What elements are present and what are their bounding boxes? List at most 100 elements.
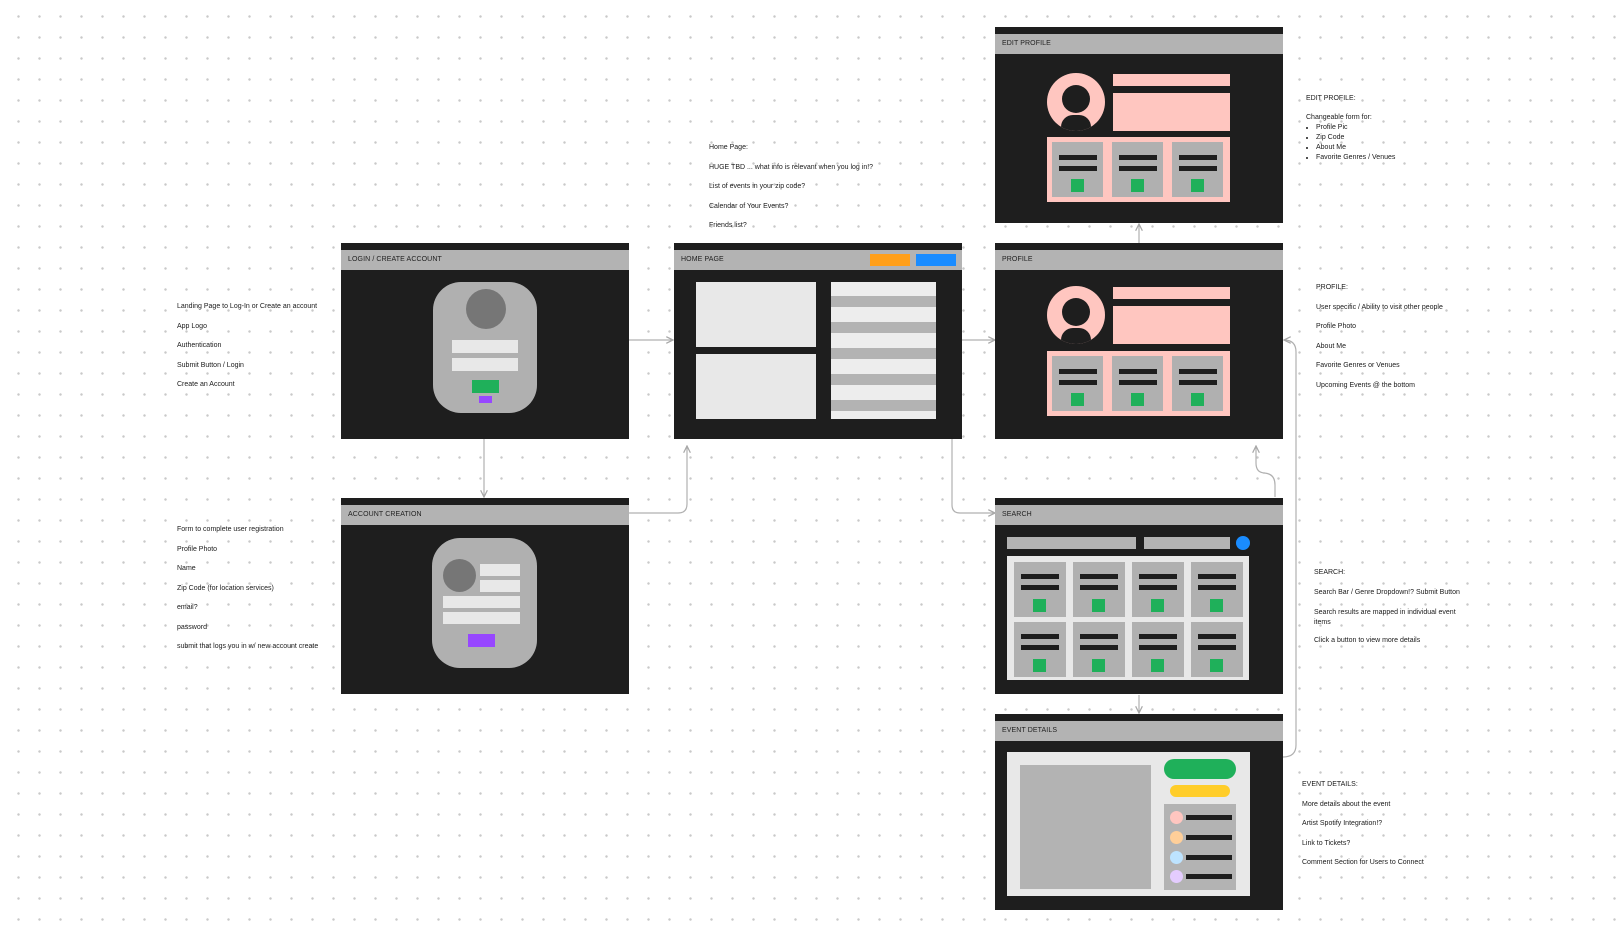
profile-about-block: [1113, 306, 1230, 344]
note-line: Authentication: [177, 342, 222, 349]
home-list-row: [831, 400, 936, 411]
account-submit-button[interactable]: [468, 634, 495, 647]
event-card-button[interactable]: [1191, 179, 1204, 192]
profile-photo-placeholder: [443, 559, 476, 592]
edit-profile-name-field[interactable]: [1113, 74, 1230, 86]
view-details-button[interactable]: [1033, 599, 1046, 612]
view-details-button[interactable]: [1151, 659, 1164, 672]
home-list-row: [831, 374, 936, 385]
edit-profile-list: Profile Pic Zip Code About Me Favorite G…: [1306, 123, 1506, 163]
profile-events-panel: [1047, 351, 1230, 416]
profile-frame-title: PROFILE: [995, 250, 1283, 270]
home-orange-button[interactable]: [870, 254, 910, 266]
search-results-grid: [1007, 556, 1249, 680]
search-result-card: [1191, 622, 1243, 677]
note-line: Submit Button / Login: [177, 361, 244, 369]
event-card: [1112, 142, 1163, 197]
event-card-button[interactable]: [1131, 393, 1144, 406]
note-line: password: [177, 623, 207, 631]
artist-spotify-button[interactable]: [1164, 759, 1236, 779]
search-submit-button[interactable]: [1236, 536, 1250, 550]
note-line: Name: [177, 565, 196, 572]
event-card: [1172, 356, 1223, 411]
note-line: Artist Spotify Integration!?: [1302, 820, 1383, 827]
event-card-button[interactable]: [1071, 393, 1084, 406]
view-details-button[interactable]: [1092, 599, 1105, 612]
search-frame: SEARCH: [995, 498, 1283, 694]
comment-avatar-icon: [1170, 851, 1183, 864]
view-details-button[interactable]: [1210, 599, 1223, 612]
note-line: SEARCH:: [1314, 569, 1346, 576]
create-account-button[interactable]: [479, 396, 492, 403]
home-list-row: [831, 296, 936, 307]
note-line: HUGE TBD ... what info is relevant when …: [709, 163, 874, 171]
home-panel-1: [696, 282, 816, 347]
connector-event-profile: [1282, 340, 1297, 758]
edit-profile-frame-title: EDIT PROFILE: [995, 34, 1283, 54]
account-frame-title: ACCOUNT CREATION: [341, 505, 629, 525]
note-subtitle: Changeable form for:: [1306, 114, 1372, 121]
event-card-button[interactable]: [1131, 179, 1144, 192]
note-line: Calendar of Your Events?: [709, 202, 789, 210]
connector-search-profile: [1256, 446, 1276, 497]
note-line: Upcoming Events @ the bottom: [1316, 381, 1415, 389]
event-card-button[interactable]: [1191, 393, 1204, 406]
genre-dropdown[interactable]: [1144, 537, 1230, 549]
search-input[interactable]: [1007, 537, 1136, 549]
login-input-username[interactable]: [452, 340, 518, 353]
account-input-password[interactable]: [443, 612, 520, 624]
login-input-password[interactable]: [452, 358, 518, 371]
note-line: Zip Code (for location services): [177, 584, 274, 592]
note-line: submit that logs you in w/ new account c…: [177, 643, 319, 650]
account-input-zip[interactable]: [480, 580, 520, 592]
view-details-button[interactable]: [1151, 599, 1164, 612]
event-frame: EVENT DETAILS: [995, 714, 1283, 910]
tickets-link-button[interactable]: [1170, 785, 1230, 797]
view-details-button[interactable]: [1092, 659, 1105, 672]
note-line: Profile Photo: [1316, 323, 1357, 330]
login-card: [433, 282, 537, 413]
search-result-card: [1191, 562, 1243, 617]
note-line: EVENT DETAILS:: [1302, 781, 1358, 788]
edit-profile-notes: EDIT PROFILE: Changeable form for: Profi…: [1306, 95, 1506, 163]
view-details-button[interactable]: [1210, 659, 1223, 672]
note-line: Friends list?: [709, 222, 747, 229]
comment-avatar-icon: [1170, 870, 1183, 883]
profile-frame: PROFILE: [995, 243, 1283, 439]
login-frame-title: LOGIN / CREATE ACCOUNT: [341, 250, 629, 270]
note-line: App Logo: [177, 322, 207, 330]
account-input-email[interactable]: [443, 596, 520, 608]
comment-section: [1164, 804, 1236, 890]
note-line: Link to Tickets?: [1302, 839, 1351, 847]
home-blue-button[interactable]: [916, 254, 956, 266]
home-panel-2: [696, 354, 816, 419]
note-line: Search Bar / Genre Dropdown!? Submit But…: [1314, 588, 1460, 596]
note-line: email?: [177, 604, 198, 611]
comment-avatar-icon: [1170, 811, 1183, 824]
event-card: [1052, 142, 1103, 197]
home-list-row: [831, 348, 936, 359]
event-card: [1112, 356, 1163, 411]
edit-profile-about-field[interactable]: [1113, 93, 1230, 131]
login-frame: LOGIN / CREATE ACCOUNT: [341, 243, 629, 439]
note-bullet: Zip Code: [1316, 133, 1506, 143]
note-line: Create an Account: [177, 381, 235, 388]
account-input-name[interactable]: [480, 564, 520, 576]
note-line: PROFILE:: [1316, 284, 1348, 291]
note-bullet: Profile Pic: [1316, 123, 1506, 133]
comment-avatar-icon: [1170, 831, 1183, 844]
event-card-button[interactable]: [1071, 179, 1084, 192]
search-result-card: [1132, 622, 1184, 677]
home-frame: HOME PAGE: [674, 243, 962, 439]
profile-avatar-icon: [1047, 286, 1105, 344]
note-line: Comment Section for Users to Connect: [1302, 859, 1424, 866]
view-details-button[interactable]: [1033, 659, 1046, 672]
search-result-card: [1132, 562, 1184, 617]
event-frame-title: EVENT DETAILS: [995, 721, 1283, 741]
search-result-card: [1014, 562, 1066, 617]
app-logo-placeholder: [466, 289, 506, 329]
login-submit-button[interactable]: [472, 380, 499, 393]
account-frame: ACCOUNT CREATION: [341, 498, 629, 694]
search-result-card: [1014, 622, 1066, 677]
note-line: Search results are mapped in individual …: [1314, 609, 1456, 626]
